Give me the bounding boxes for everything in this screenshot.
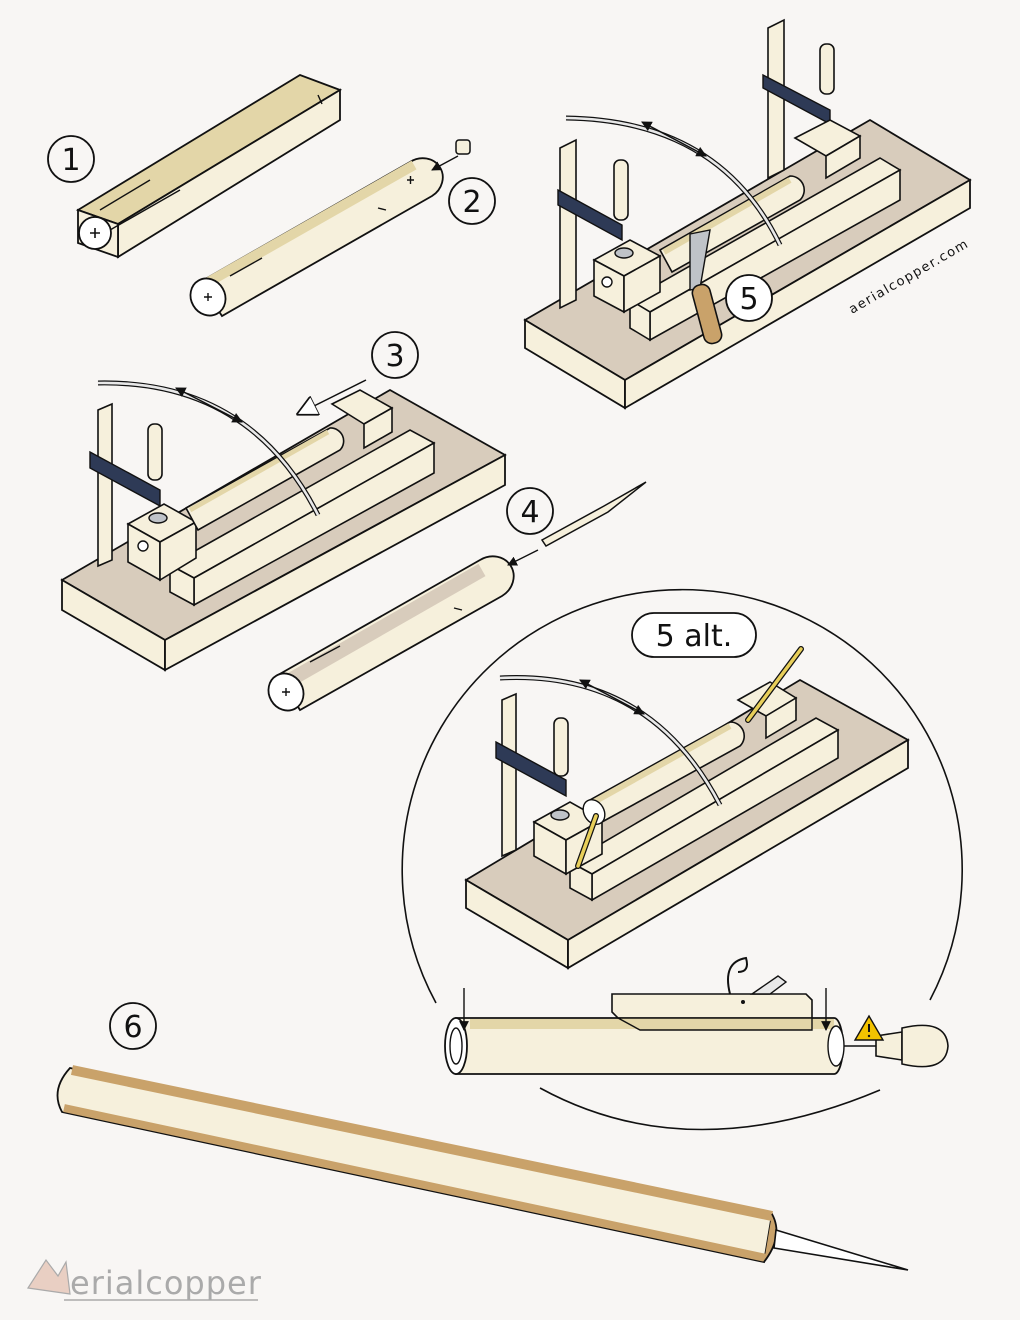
awl-spike [540, 481, 647, 547]
step5-label: 5 [725, 274, 773, 322]
step2-label: 2 [448, 177, 496, 225]
step-number-4: 4 [520, 495, 539, 530]
step-number-6: 6 [123, 1010, 142, 1045]
arrow-icon [298, 379, 367, 414]
pencil-bottom [576, 814, 598, 868]
logo-wing-icon [26, 1258, 71, 1295]
pencil-top [746, 647, 803, 722]
double-arrow-icon [579, 679, 645, 715]
double-arrow-icon [641, 121, 707, 157]
step3-lathe [60, 379, 507, 672]
step4-drilled-blank [267, 481, 647, 712]
arrow-icon [507, 549, 539, 566]
logo-wordmark: erialcopper [70, 1264, 262, 1302]
step6-label: 6 [109, 1002, 157, 1050]
awl-spike [773, 1228, 909, 1271]
step1-label: 1 [47, 135, 95, 183]
step-number-2: 2 [462, 185, 481, 220]
step-number-5-alt: 5 alt. [656, 619, 733, 654]
step1-square-blank [75, 74, 343, 259]
awl-handle [901, 1024, 949, 1068]
step2-rounded-blank [189, 139, 471, 318]
step3-label: 3 [371, 331, 419, 379]
warning-icon [853, 1014, 885, 1041]
arrow-icon [431, 155, 459, 171]
step6-finished-awl [56, 1065, 909, 1271]
step5-lathe [523, 18, 972, 410]
brand-logo: erialcopper [26, 1258, 262, 1302]
double-arrow-icon [175, 387, 243, 423]
center-pin [455, 139, 471, 155]
step-number-3: 3 [385, 339, 404, 374]
minus-mark [377, 207, 387, 211]
step-number-5: 5 [739, 282, 758, 317]
plus-mark [90, 228, 100, 238]
step5alt-detail: 5 alt. [401, 588, 963, 1131]
hand-plane [611, 993, 813, 1019]
step-number-1: 1 [61, 143, 80, 178]
step4-label: 4 [506, 487, 554, 535]
